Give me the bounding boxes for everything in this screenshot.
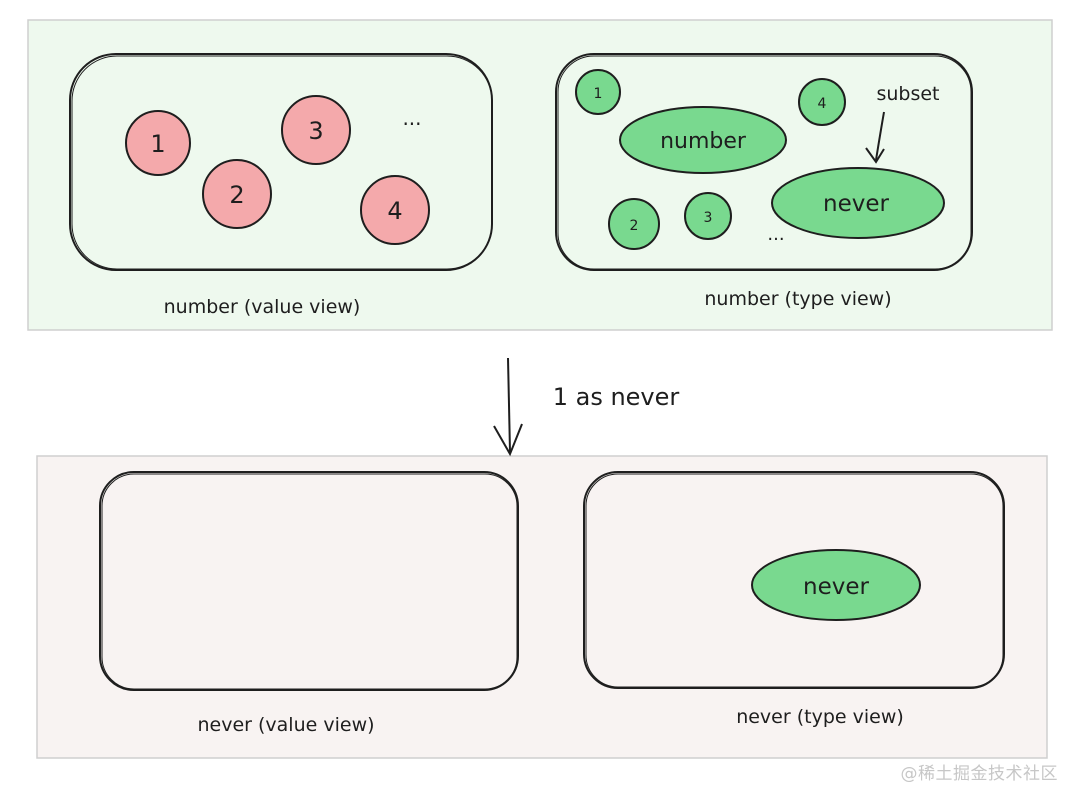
watermark: @稀土掘金技术社区 <box>900 764 1058 784</box>
never-ellipse-top: never <box>771 167 945 239</box>
never-ellipse-top-label: never <box>823 191 889 217</box>
value-circle-2: 2 <box>202 159 272 229</box>
caption-never-type-view: never (type view) <box>736 706 904 728</box>
subset-arrow <box>865 111 885 164</box>
caption-number-value-view: number (value view) <box>164 296 361 318</box>
value-2-text: 2 <box>229 181 244 209</box>
number-ellipse-label: number <box>660 129 747 154</box>
down-arrow <box>493 357 523 457</box>
type-small-3-text: 3 <box>704 210 713 226</box>
type-small-4-text: 4 <box>818 96 827 112</box>
value-circle-1: 1 <box>125 110 191 176</box>
subset-label: subset <box>876 83 939 105</box>
never-type-view: never <box>583 471 1005 689</box>
value-circle-4: 4 <box>360 175 430 245</box>
type-view-box <box>555 53 973 271</box>
caption-never-value-view: never (value view) <box>197 714 374 736</box>
value-ellipsis: ... <box>402 106 421 130</box>
type-small-3: 3 <box>684 192 732 240</box>
value-3-text: 3 <box>308 117 323 145</box>
type-ellipsis: ... <box>767 224 784 245</box>
type-small-1: 1 <box>575 69 621 115</box>
transition-label: 1 as never <box>553 383 680 411</box>
type-small-2-text: 2 <box>630 218 639 234</box>
value-1-text: 1 <box>150 130 165 158</box>
type-small-4: 4 <box>798 78 846 126</box>
never-value-box <box>99 471 519 691</box>
never-ellipse-bottom: never <box>751 549 921 621</box>
number-type-view: 1 4 2 3 number never subset ... <box>555 53 973 271</box>
value-circle-3: 3 <box>281 95 351 165</box>
value-4-text: 4 <box>387 197 402 225</box>
never-value-view <box>99 471 519 691</box>
type-small-2: 2 <box>608 198 660 250</box>
never-ellipse-bottom-label: never <box>803 574 869 600</box>
number-ellipse: number <box>619 106 787 174</box>
caption-number-type-view: number (type view) <box>704 288 891 310</box>
type-small-1-text: 1 <box>594 86 603 102</box>
number-value-view: 1 2 3 4 ... <box>69 53 493 271</box>
never-type-box <box>583 471 1005 689</box>
